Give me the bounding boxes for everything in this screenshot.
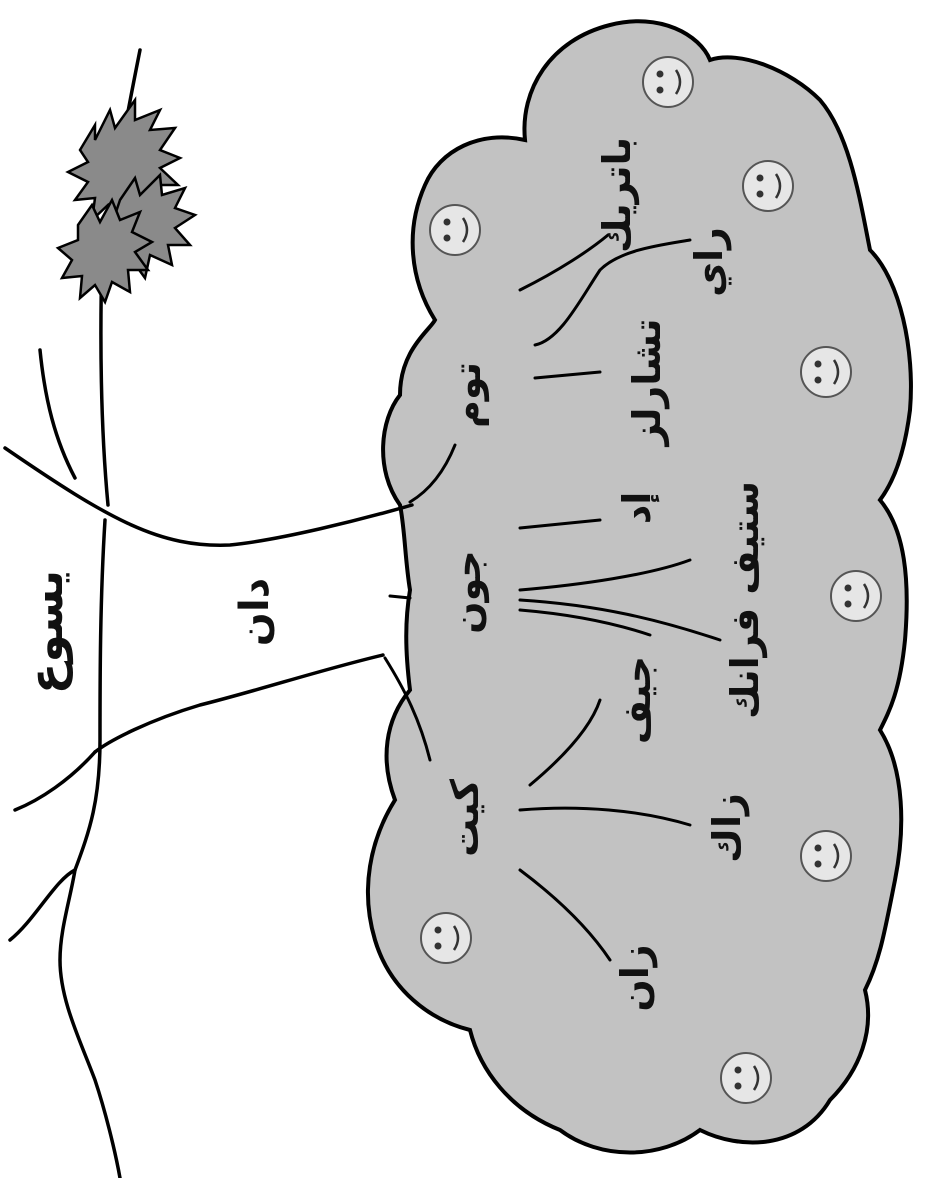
label-ed: إد (615, 492, 660, 525)
label-trunk: دان (232, 578, 278, 646)
label-tom: توم (445, 362, 490, 428)
smiley-face-icon (421, 913, 471, 963)
smiley-face-icon (430, 205, 480, 255)
smiley-face-icon (801, 347, 851, 397)
label-root: يسوع (19, 570, 73, 694)
smiley-face-icon (643, 57, 693, 107)
label-zan: زان (613, 944, 657, 1011)
spiky-burr-icon (58, 100, 195, 302)
smiley-face-icon (721, 1053, 771, 1103)
label-kate: كيت (443, 778, 487, 857)
smiley-face-icon (831, 571, 881, 621)
label-charles: تشارلز (625, 319, 669, 448)
label-steve-frank: ستيف فرانك (723, 481, 767, 719)
label-patrick: باتريك (595, 137, 639, 253)
label-john: جون (445, 550, 489, 634)
smiley-face-icon (743, 161, 793, 211)
label-ray: راي (687, 227, 731, 297)
label-jeff: جيف (615, 656, 659, 744)
smiley-face-icon (801, 831, 851, 881)
label-zak: زاك (705, 793, 749, 863)
